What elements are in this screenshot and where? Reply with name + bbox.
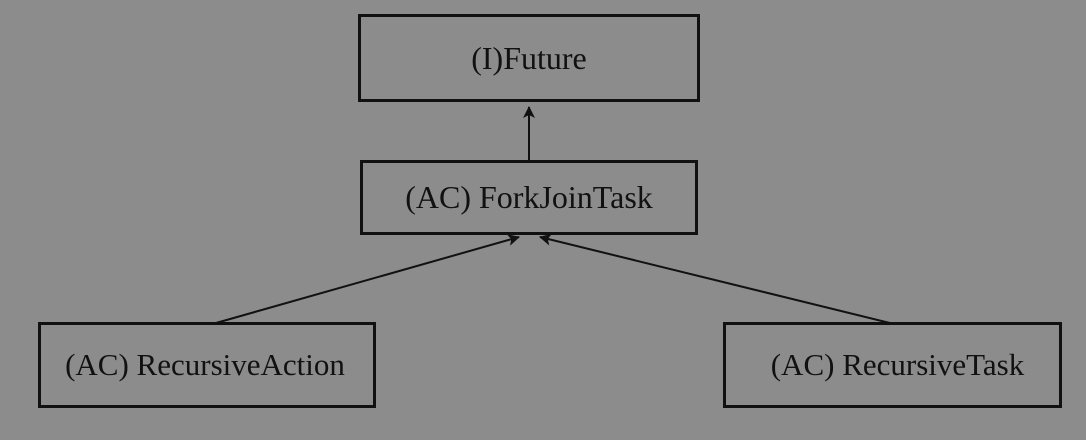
future-interface-label: (I)Future (471, 39, 587, 76)
edge-recursive-action-to-forkjoin (215, 234, 520, 324)
future-interface-node: (I)Future (358, 14, 700, 102)
forkjointask-class-label: (AC) ForkJoinTask (405, 179, 653, 215)
recursivetask-class-node: (AC) RecursiveTask (723, 322, 1062, 408)
recursivetask-class-label: (AC) RecursiveTask (770, 347, 1025, 382)
recursiveaction-class-node: (AC) RecursiveAction (38, 322, 376, 408)
recursiveaction-class-label: (AC) RecursiveAction (65, 347, 345, 382)
edge-recursive-task-to-forkjoin (539, 233, 891, 324)
forkjointask-class-node: (AC) ForkJoinTask (360, 160, 698, 235)
